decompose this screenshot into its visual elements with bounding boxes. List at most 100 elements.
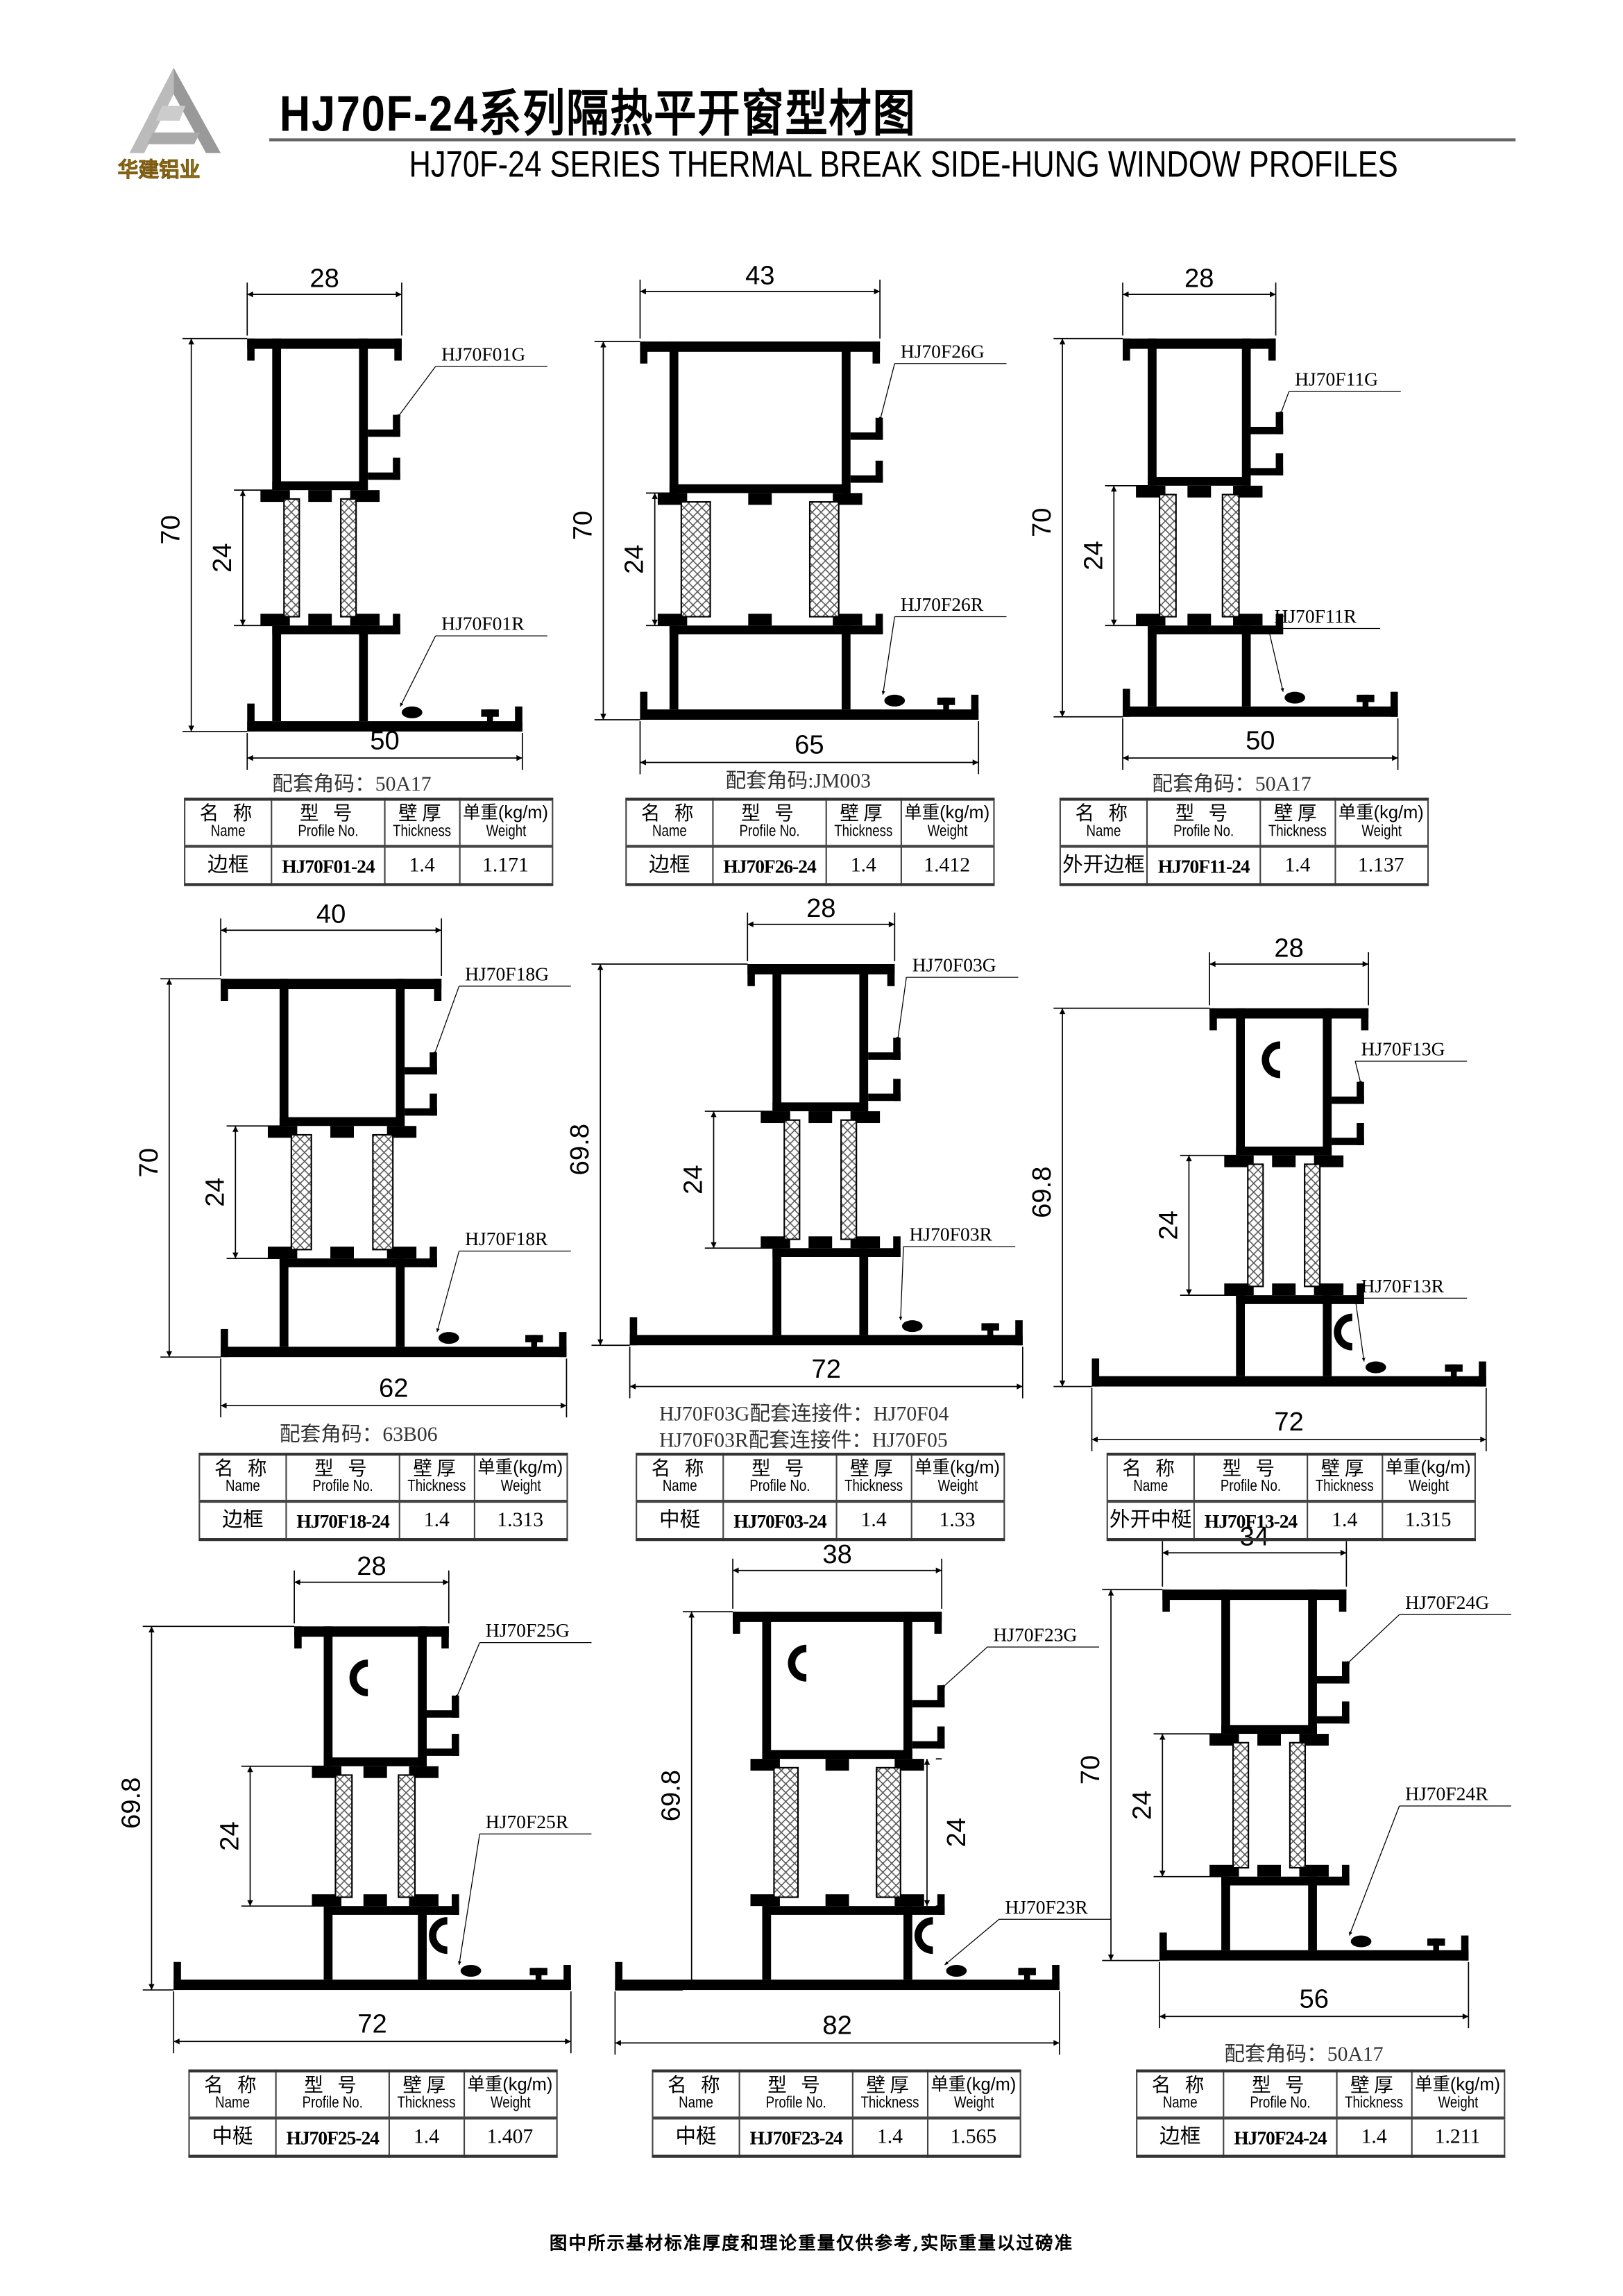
thickness-cell: 1.4	[1336, 2117, 1412, 2157]
upper-right-wall	[418, 1626, 427, 1766]
hook	[430, 1052, 437, 1075]
thermal-lug	[1272, 1283, 1296, 1296]
thermal-lug	[260, 614, 290, 626]
top-width-label: 28	[1184, 264, 1214, 294]
hook	[1316, 1675, 1350, 1684]
glazing-bead-slot	[460, 1965, 482, 1977]
r-part-label: HJ70F03R	[910, 1224, 993, 1245]
height-label: 70	[156, 515, 186, 544]
thermal-lug	[825, 1759, 849, 1771]
thermal-lug	[267, 1247, 298, 1259]
insulation-strip	[398, 1774, 416, 1898]
footer-note: 图中所示基材标准厚度和理论重量仅供参考,实际重量以过磅准	[549, 2232, 1074, 2254]
top-width-label: 28	[806, 893, 835, 923]
thermal-lug	[1233, 485, 1263, 498]
hook	[875, 417, 883, 440]
flange-lip	[971, 694, 979, 720]
thermal-lug	[808, 1236, 833, 1249]
thermal-lug	[850, 1236, 881, 1249]
base-flange	[640, 709, 979, 720]
upper-bottom-wall	[1236, 1146, 1332, 1156]
hook	[1332, 1138, 1364, 1145]
hook	[430, 1093, 437, 1116]
flange-lip	[1339, 1589, 1347, 1612]
glazing-bead-slot	[1450, 1364, 1457, 1380]
flange-lip	[1123, 689, 1130, 717]
name-cell: 边框	[1136, 2117, 1225, 2157]
flange-lip	[887, 963, 895, 986]
thickness-cell: 1.4	[851, 2117, 928, 2157]
insulation-strip	[876, 1766, 901, 1898]
lower-top-wall	[1236, 1295, 1364, 1304]
glazing-bead-slot	[535, 1968, 542, 1983]
thermal-lug	[657, 493, 688, 505]
height-label: 70	[134, 1148, 164, 1177]
glazing-bead-slot	[987, 1323, 994, 1338]
thermal-lug	[1299, 1734, 1329, 1746]
upper-right-wall	[1323, 1008, 1332, 1156]
bottom-width-label: 72	[1274, 1407, 1303, 1437]
top-flange	[247, 338, 402, 349]
flange-lip	[640, 691, 648, 720]
leader-line	[455, 1642, 480, 1699]
hook	[393, 414, 400, 437]
upper-left-wall	[272, 338, 282, 491]
accessory-note: HJ70F03G配套连接件：HJ70F04	[659, 1404, 949, 1426]
clip-slot	[429, 1917, 448, 1955]
leader-line	[1348, 1805, 1400, 1936]
upper-left-wall	[279, 979, 289, 1126]
flange-lip	[872, 341, 881, 364]
upper-right-wall	[396, 979, 405, 1126]
top-width-label: 28	[357, 1551, 386, 1581]
spec-data-row: 外开边框 HJ70F11-24 1.4 1.137	[1059, 845, 1429, 886]
flange-lip	[247, 703, 255, 732]
upper-left-wall	[1148, 338, 1157, 486]
logo-text: 华建铝业	[117, 157, 201, 182]
hook	[850, 475, 883, 483]
upper-bottom-wall	[1221, 1725, 1317, 1734]
weight-header: 单重(kg/m)Weight	[462, 2070, 557, 2119]
leader-line	[397, 366, 436, 419]
upper-left-wall	[762, 1612, 772, 1759]
insulation-strip	[290, 1133, 312, 1251]
thermal-gap-label: 24	[1153, 1210, 1183, 1240]
hook	[868, 1052, 901, 1060]
page-subtitle: HJ70F-24 SERIES THERMAL BREAK SIDE-HUNG …	[409, 144, 1398, 186]
clip-slot	[914, 1917, 933, 1955]
accessory-note: 配套角码：50A17	[1224, 2044, 1384, 2067]
name-cell: 中梃	[652, 2117, 740, 2157]
accessory-note: 配套角码：50A17	[1152, 774, 1311, 797]
thermal-lug	[409, 1766, 439, 1778]
leader-line	[941, 1646, 988, 1689]
weight-header: 单重(kg/m)Weight	[1334, 798, 1429, 847]
lower-left-wall	[669, 625, 679, 710]
hook	[1357, 1081, 1364, 1104]
name-cell: 边框	[184, 845, 273, 886]
thermal-gap-label: 24	[620, 545, 649, 574]
glazing-bead-slot	[946, 1965, 967, 1977]
upper-right-wall	[903, 1612, 912, 1759]
thermal-lug	[808, 1111, 833, 1124]
upper-left-wall	[772, 963, 782, 1112]
thermal-lug	[1187, 614, 1212, 626]
g-part-label: HJ70F18G	[465, 963, 549, 984]
profile-no-cell: HJ70F01-24	[271, 845, 386, 886]
thermal-lug	[260, 490, 290, 503]
thermal-gap-label: 24	[215, 1821, 245, 1850]
thermal-lug	[350, 490, 380, 503]
thermal-lug	[825, 1894, 849, 1907]
leader-line	[1268, 628, 1284, 692]
spec-data-row: 中梃 HJ70F23-24 1.4 1.565	[652, 2117, 1021, 2157]
glazing-bead-slot	[486, 709, 493, 725]
